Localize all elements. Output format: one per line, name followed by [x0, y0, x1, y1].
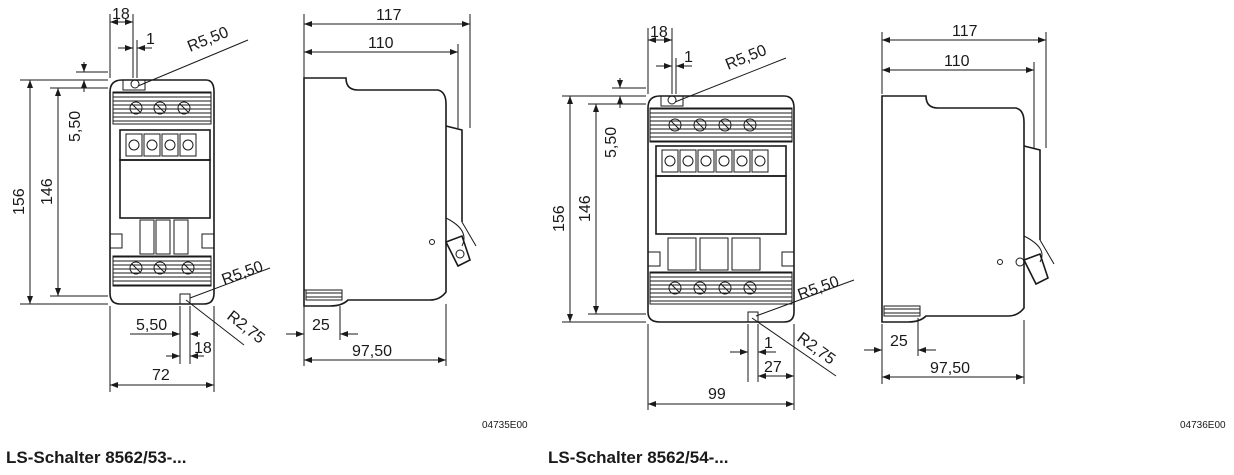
front-dims-2: 18 1 R5,50 156 146 5,50 R5,50 R2,75 1 27 [551, 24, 855, 410]
dim-depth-outer-1: 117 [376, 7, 402, 24]
screw-row-bottom-1 [129, 261, 195, 275]
dim-bottom-small-2: 1 [764, 335, 773, 352]
dim-top-radius-1: R5,50 [185, 24, 231, 56]
dim-bottom-small-side-2: 25 [890, 333, 908, 350]
dim-depth-inner-2: 110 [944, 53, 970, 70]
dim-bottom-offset-1: 5,50 [136, 317, 167, 334]
side-dims-1: 117 110 25 97,50 [286, 7, 471, 366]
dim-bottom-small-side-1: 25 [312, 317, 330, 334]
side-dims-2: 117 110 25 97,50 [864, 23, 1047, 384]
dim-top-offset-2: 5,50 [603, 127, 620, 158]
caption-drawing-2: LS-Schalter 8562/54-... [548, 448, 729, 467]
dim-bottom-radius-1: R5,50 [220, 258, 266, 289]
front-view-1 [109, 79, 215, 305]
front-view-2 [647, 95, 795, 323]
dim-bottom-radius-2: R5,50 [796, 273, 842, 304]
screw-row-bottom-2 [668, 281, 757, 295]
dim-bottom-depth-2: 97,50 [930, 360, 970, 377]
dim-top-radius-2: R5,50 [723, 42, 769, 74]
dim-height-outer-1: 156 [11, 188, 28, 215]
dim-depth-outer-2: 117 [952, 23, 978, 40]
dim-height-outer-2: 156 [551, 205, 568, 232]
dim-height-inner-2: 146 [577, 195, 594, 222]
dim-top-small-2: 1 [684, 49, 693, 66]
clamps-1 [125, 133, 197, 157]
screw-row-top-2 [668, 118, 757, 132]
dim-top-width-1: 18 [112, 6, 130, 23]
dim-top-width-2: 18 [650, 24, 668, 41]
drawing-code-2: 04736E00 [1180, 420, 1226, 431]
dim-total-width-1: 72 [152, 367, 170, 384]
dim-bottom-small-1: 18 [194, 340, 212, 357]
dim-depth-inner-1: 110 [368, 35, 394, 52]
side-view-1 [303, 77, 477, 307]
dim-top-offset-1: 5,50 [67, 111, 84, 142]
dim-bottom-depth-1: 97,50 [352, 343, 392, 360]
screw-row-top-1 [129, 101, 191, 115]
dim-total-width-2: 99 [708, 386, 726, 403]
clamps-2 [661, 149, 769, 173]
dim-top-small-1: 1 [146, 31, 155, 48]
dim-slot-radius-1: R2,75 [224, 308, 268, 348]
caption-drawing-1: LS-Schalter 8562/53-... [6, 448, 187, 467]
drawing-code-1: 04735E00 [482, 420, 528, 431]
front-dims-1: 18 1 R5,50 156 146 5,50 R5,50 R2,75 5,50 [11, 6, 271, 392]
dim-bottom-offset-2: 27 [764, 359, 782, 376]
side-view-2 [881, 95, 1055, 323]
dim-height-inner-1: 146 [39, 178, 56, 205]
